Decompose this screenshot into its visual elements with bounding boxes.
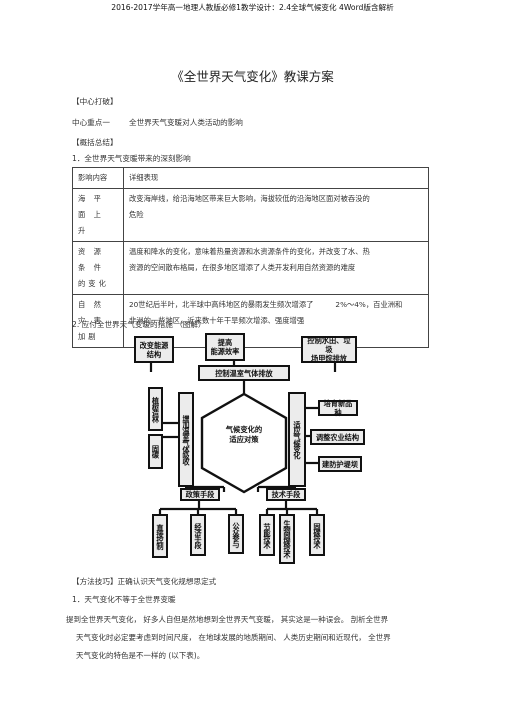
- impact-table: 影响内容 详细表现 海 平 面 上升 改变海岸线，给沿海地区带来巨大影响，海拔较…: [72, 167, 429, 348]
- box-build-dikes: 建防护堤坝: [318, 456, 362, 472]
- box-improve-energy-efficiency: 提高 能源效率: [205, 333, 245, 361]
- box-bio-carbon-tech: 生物固碳技术: [279, 514, 295, 564]
- box-control-ghg: 控制温室气体排放: [198, 365, 290, 381]
- box-new-varieties: 培育新品种: [318, 399, 358, 417]
- method-paragraph-line-2: 天气变化时必定要考虑到时间尺度， 在地球发展的地质期间、 人类历史期间和近现代，…: [76, 633, 391, 642]
- key-point-text: 全世界天气变暖对人类活动的影响: [129, 118, 243, 127]
- item-2: 2. 应付全世界天气变暖的措施 （图解）: [72, 320, 206, 329]
- method-paragraph-line-1: 提到全世界天气变化， 好多人自但是然地想到全世界天气变暖， 其实这是一种误会。 …: [66, 615, 389, 624]
- box-change-energy-structure: 改变能源 结构: [134, 336, 174, 363]
- table-cell: 自 然 灾 害加剧: [72, 294, 124, 348]
- box-carbon-fix-tech: 固碳技术: [309, 514, 325, 556]
- diagram-center-label: 气候变化的 适应对策: [225, 425, 263, 444]
- box-economic-means: 经济手段: [190, 514, 206, 556]
- box-afforestation: 植树造林: [148, 387, 163, 431]
- item-1: 1．全世界天气变暖带来的深刻影响: [72, 154, 191, 163]
- summary-heading: 【概括总结】: [72, 138, 118, 147]
- box-control-methane: 控制水田、垃圾 场甲烷排放: [301, 336, 357, 363]
- key-point-label: 中心重点一: [72, 118, 110, 127]
- method-heading: 【方法技巧】正确认识天气变化规想思定式: [72, 577, 217, 586]
- method-paragraph-line-3: 天气变化的特色是不一样的 (以下表)。: [76, 651, 205, 660]
- center-heading: 【中心打破】: [72, 97, 118, 106]
- box-direct-control: 直接控制: [152, 514, 168, 558]
- box-energy-saving-tech: 节能技术: [259, 514, 275, 556]
- box-adapt-climate: 适应气候变化: [288, 392, 306, 487]
- table-header-row: 影响内容 详细表现: [72, 167, 429, 189]
- document-title: 《全世界天气变化》教课方案: [171, 69, 334, 84]
- box-adjust-agriculture: 调整农业结构: [310, 429, 365, 445]
- box-tech-means: 技术手段: [266, 488, 306, 501]
- table-row: 资 源 条 件的变化 温度和降水的变化，意味着热量资源和水资源条件的变化，并改变…: [72, 241, 429, 295]
- method-item-1: 1．天气变化不等于全世界变暖: [72, 595, 176, 604]
- box-policy-means: 政策手段: [180, 488, 220, 501]
- box-increase-absorption: 增加温室气体吸收: [178, 392, 194, 487]
- table-cell: 资 源 条 件的变化: [72, 241, 124, 295]
- box-carbon-fix: 固碳: [148, 434, 163, 469]
- table-cell: 温度和降水的变化，意味着热量资源和水资源条件的变化，并改变了水、热资源的空间散布…: [123, 241, 429, 295]
- box-public-participation: 公众参与: [228, 514, 244, 554]
- page-header: 2016-2017学年高一地理人教版必修1教学设计：2.4全球气候变化 4Wor…: [111, 3, 394, 12]
